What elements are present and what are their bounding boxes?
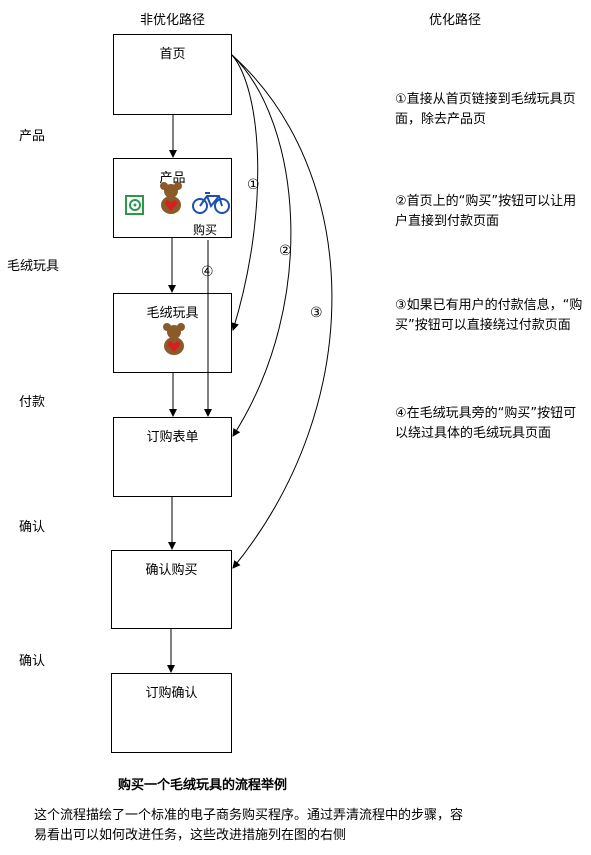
header-optimized: 优化路径: [429, 13, 482, 28]
box-home-title: 首页: [159, 47, 186, 62]
side-label-plush: 毛绒玩具: [7, 259, 60, 274]
note-2: ②首页上的“购买”按钮可以让用户直接到付款页面: [395, 194, 577, 229]
marker-3: ③: [310, 305, 323, 321]
curve-shortcut-1: [231, 54, 259, 331]
side-label-product: 产品: [19, 129, 46, 144]
bicycle-icon: [192, 192, 230, 214]
note-1: ①直接从首页链接到毛绒玩具页面，除去产品页: [395, 92, 576, 127]
cd-icon: [125, 195, 144, 215]
box-confirm-purchase: 确认购买: [111, 550, 232, 629]
side-label-confirm-2: 确认: [19, 654, 46, 669]
box-home: 首页: [113, 34, 232, 115]
box-order-form-title: 订购表单: [146, 430, 199, 445]
marker-4: ④: [201, 264, 214, 280]
teddy-bear-icon: [163, 323, 185, 355]
note-3: ③如果已有用户的付款信息，“购买”按钮可以直接绕过付款页面: [395, 298, 583, 333]
marker-2: ②: [279, 243, 292, 259]
box-order-confirm: 订购确认: [111, 673, 232, 753]
caption-title: 购买一个毛绒玩具的流程举例: [118, 778, 288, 793]
caption-body: 这个流程描绘了一个标准的电子商务购买程序。通过弄清流程中的步骤，容易看出可以如何…: [34, 808, 464, 843]
teddy-bear-icon: [160, 182, 182, 214]
header-non-optimized: 非优化路径: [140, 13, 206, 28]
box-order-form: 订购表单: [113, 417, 232, 497]
curve-shortcut-2: [231, 54, 292, 437]
side-label-payment: 付款: [19, 395, 46, 410]
box-confirm-purchase-title: 确认购买: [145, 563, 198, 578]
note-4: ④在毛绒玩具旁的“购买”按钮可以绕过具体的毛绒玩具页面: [395, 406, 577, 441]
marker-1: ①: [247, 177, 260, 193]
box-plush: 毛绒玩具: [113, 293, 232, 373]
box-plush-title: 毛绒玩具: [146, 306, 199, 321]
box-order-confirm-title: 订购确认: [145, 686, 198, 701]
side-label-confirm-1: 确认: [19, 520, 46, 535]
box-product: 产品 购买: [113, 158, 232, 238]
buy-label: 购买: [193, 223, 218, 237]
curve-shortcut-3: [231, 54, 333, 569]
